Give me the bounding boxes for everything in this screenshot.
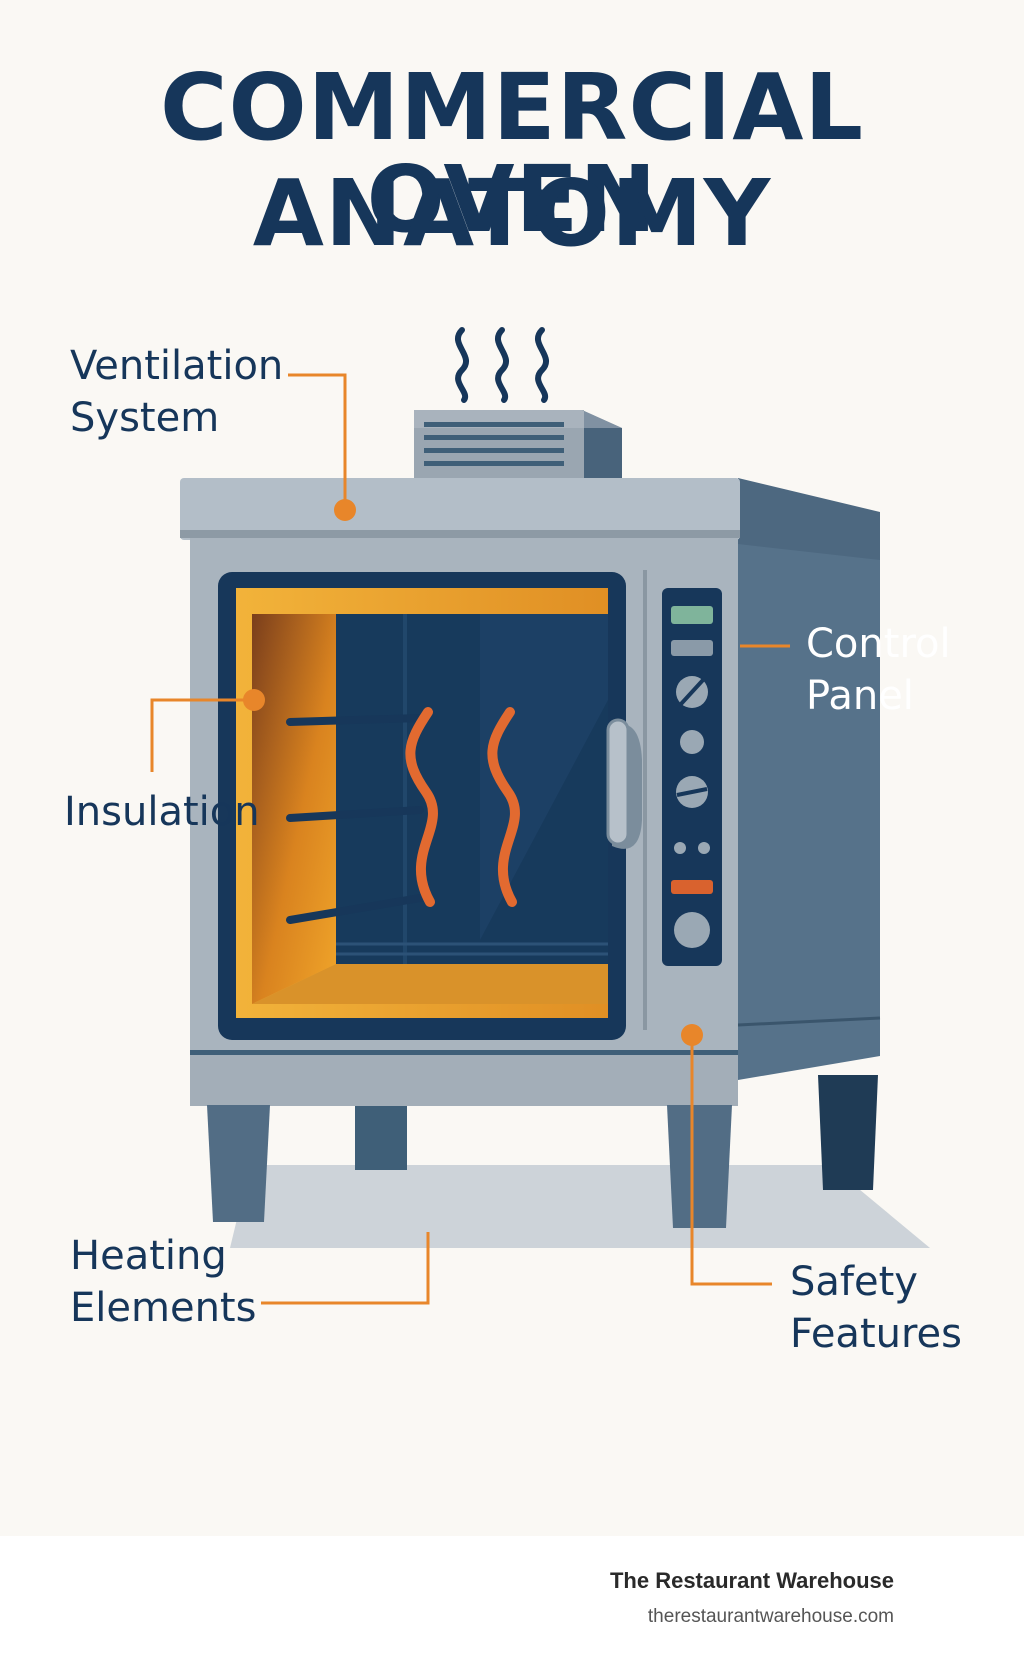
vent-slot bbox=[424, 422, 564, 427]
oven-leg bbox=[667, 1105, 732, 1228]
label-safety-features: Safety Features bbox=[790, 1256, 962, 1360]
label-insulation: Insulation bbox=[64, 786, 260, 838]
label-ventilation-system: Ventilation System bbox=[70, 340, 283, 444]
control-button bbox=[674, 842, 686, 854]
callout-dot bbox=[681, 1024, 703, 1046]
cavity-floor bbox=[252, 964, 608, 1004]
label-line: Safety bbox=[790, 1259, 918, 1305]
oven-base bbox=[190, 1050, 738, 1106]
footer: The Restaurant Warehouse therestaurantwa… bbox=[0, 1536, 1024, 1666]
control-display bbox=[671, 606, 713, 624]
door-handle-grip bbox=[606, 718, 630, 846]
label-line: Ventilation bbox=[70, 343, 284, 389]
oven-leg bbox=[355, 1105, 407, 1170]
oven-leg bbox=[818, 1075, 878, 1190]
steam-icon bbox=[455, 327, 549, 403]
brand-url[interactable]: therestaurantwarehouse.com bbox=[647, 1606, 894, 1627]
oven-illustration bbox=[150, 327, 930, 1305]
label-control-panel: Control Panel bbox=[806, 618, 951, 722]
callout-dot bbox=[243, 689, 265, 711]
oven-top bbox=[180, 478, 740, 540]
floor-shadow bbox=[230, 1165, 930, 1248]
callout-lines bbox=[150, 373, 790, 1305]
cavity-side-wall bbox=[252, 614, 336, 1004]
label-heating-elements: Heating Elements bbox=[70, 1230, 256, 1334]
page-title-line-1: COMMERCIAL OVEN bbox=[159, 54, 865, 253]
label-line: Elements bbox=[70, 1285, 257, 1331]
page-title-line-2: ANATOMY bbox=[252, 160, 772, 267]
label-line: Features bbox=[790, 1311, 962, 1357]
label-line: Heating bbox=[70, 1233, 227, 1279]
heat-wave-icon bbox=[405, 707, 520, 907]
label-line: Panel bbox=[806, 673, 914, 719]
oven-side-panel bbox=[738, 512, 880, 1080]
control-button bbox=[698, 842, 710, 854]
control-knob bbox=[674, 912, 710, 948]
oven-top-side bbox=[738, 478, 880, 560]
label-line: System bbox=[70, 395, 220, 441]
vent-slot bbox=[424, 435, 564, 440]
oven-leg bbox=[207, 1105, 270, 1222]
label-line: Control bbox=[806, 621, 951, 667]
brand-name: The Restaurant Warehouse bbox=[609, 1568, 894, 1593]
callout-dot bbox=[334, 499, 356, 521]
vent-slot bbox=[424, 461, 564, 466]
label-line: Insulation bbox=[64, 789, 260, 835]
control-button bbox=[680, 730, 704, 754]
vent-slot bbox=[424, 448, 564, 453]
control-indicator bbox=[671, 880, 713, 894]
control-display bbox=[671, 640, 713, 656]
